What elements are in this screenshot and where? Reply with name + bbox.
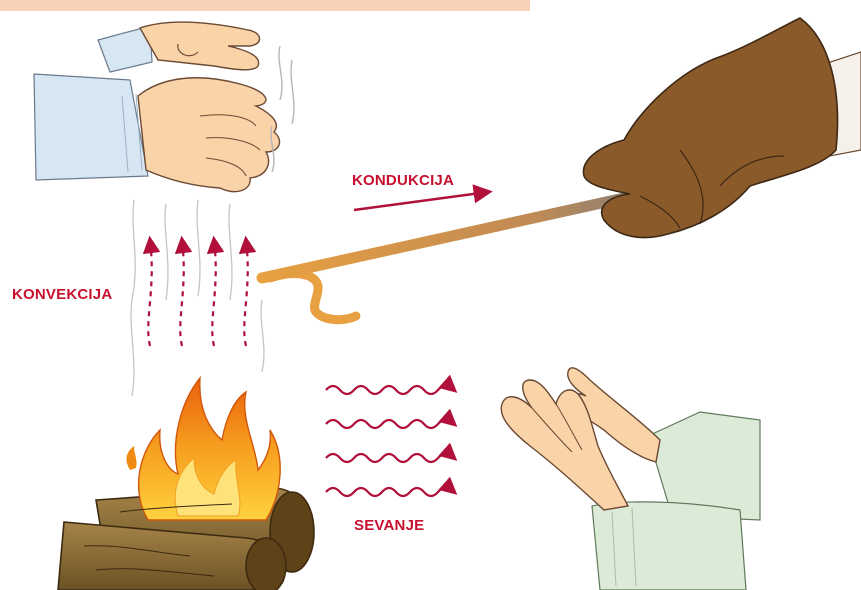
wave-arrow-icon [326, 488, 454, 496]
conduction-label: KONDUKCIJA [352, 172, 454, 189]
wave-arrow-icon [326, 420, 454, 428]
dashed-arrow-icon [212, 240, 215, 346]
glove-icon [583, 18, 837, 238]
bottom-hands-group [501, 368, 760, 590]
lower-sleeve [34, 74, 148, 180]
convection-arrows [131, 200, 264, 396]
spark [127, 446, 137, 470]
wave-arrow-icon [326, 386, 454, 394]
conduction-arrow [354, 192, 488, 210]
lower-hand-icon [138, 78, 280, 192]
dashed-arrow-icon [244, 240, 247, 346]
convection-label: KONVEKCIJA [12, 286, 112, 303]
radiation-arrows [326, 386, 454, 496]
dashed-arrow-icon [180, 240, 183, 346]
top-hands-group [34, 22, 294, 192]
campfire-group [58, 378, 314, 590]
log-end [246, 538, 286, 590]
dashed-arrow-icon [148, 240, 151, 346]
upper-hand-icon [140, 22, 260, 70]
wave-arrow-icon [326, 454, 454, 462]
rod-hook [270, 274, 356, 320]
conduction-group [262, 18, 861, 320]
radiation-label: SEVANJE [354, 517, 424, 534]
